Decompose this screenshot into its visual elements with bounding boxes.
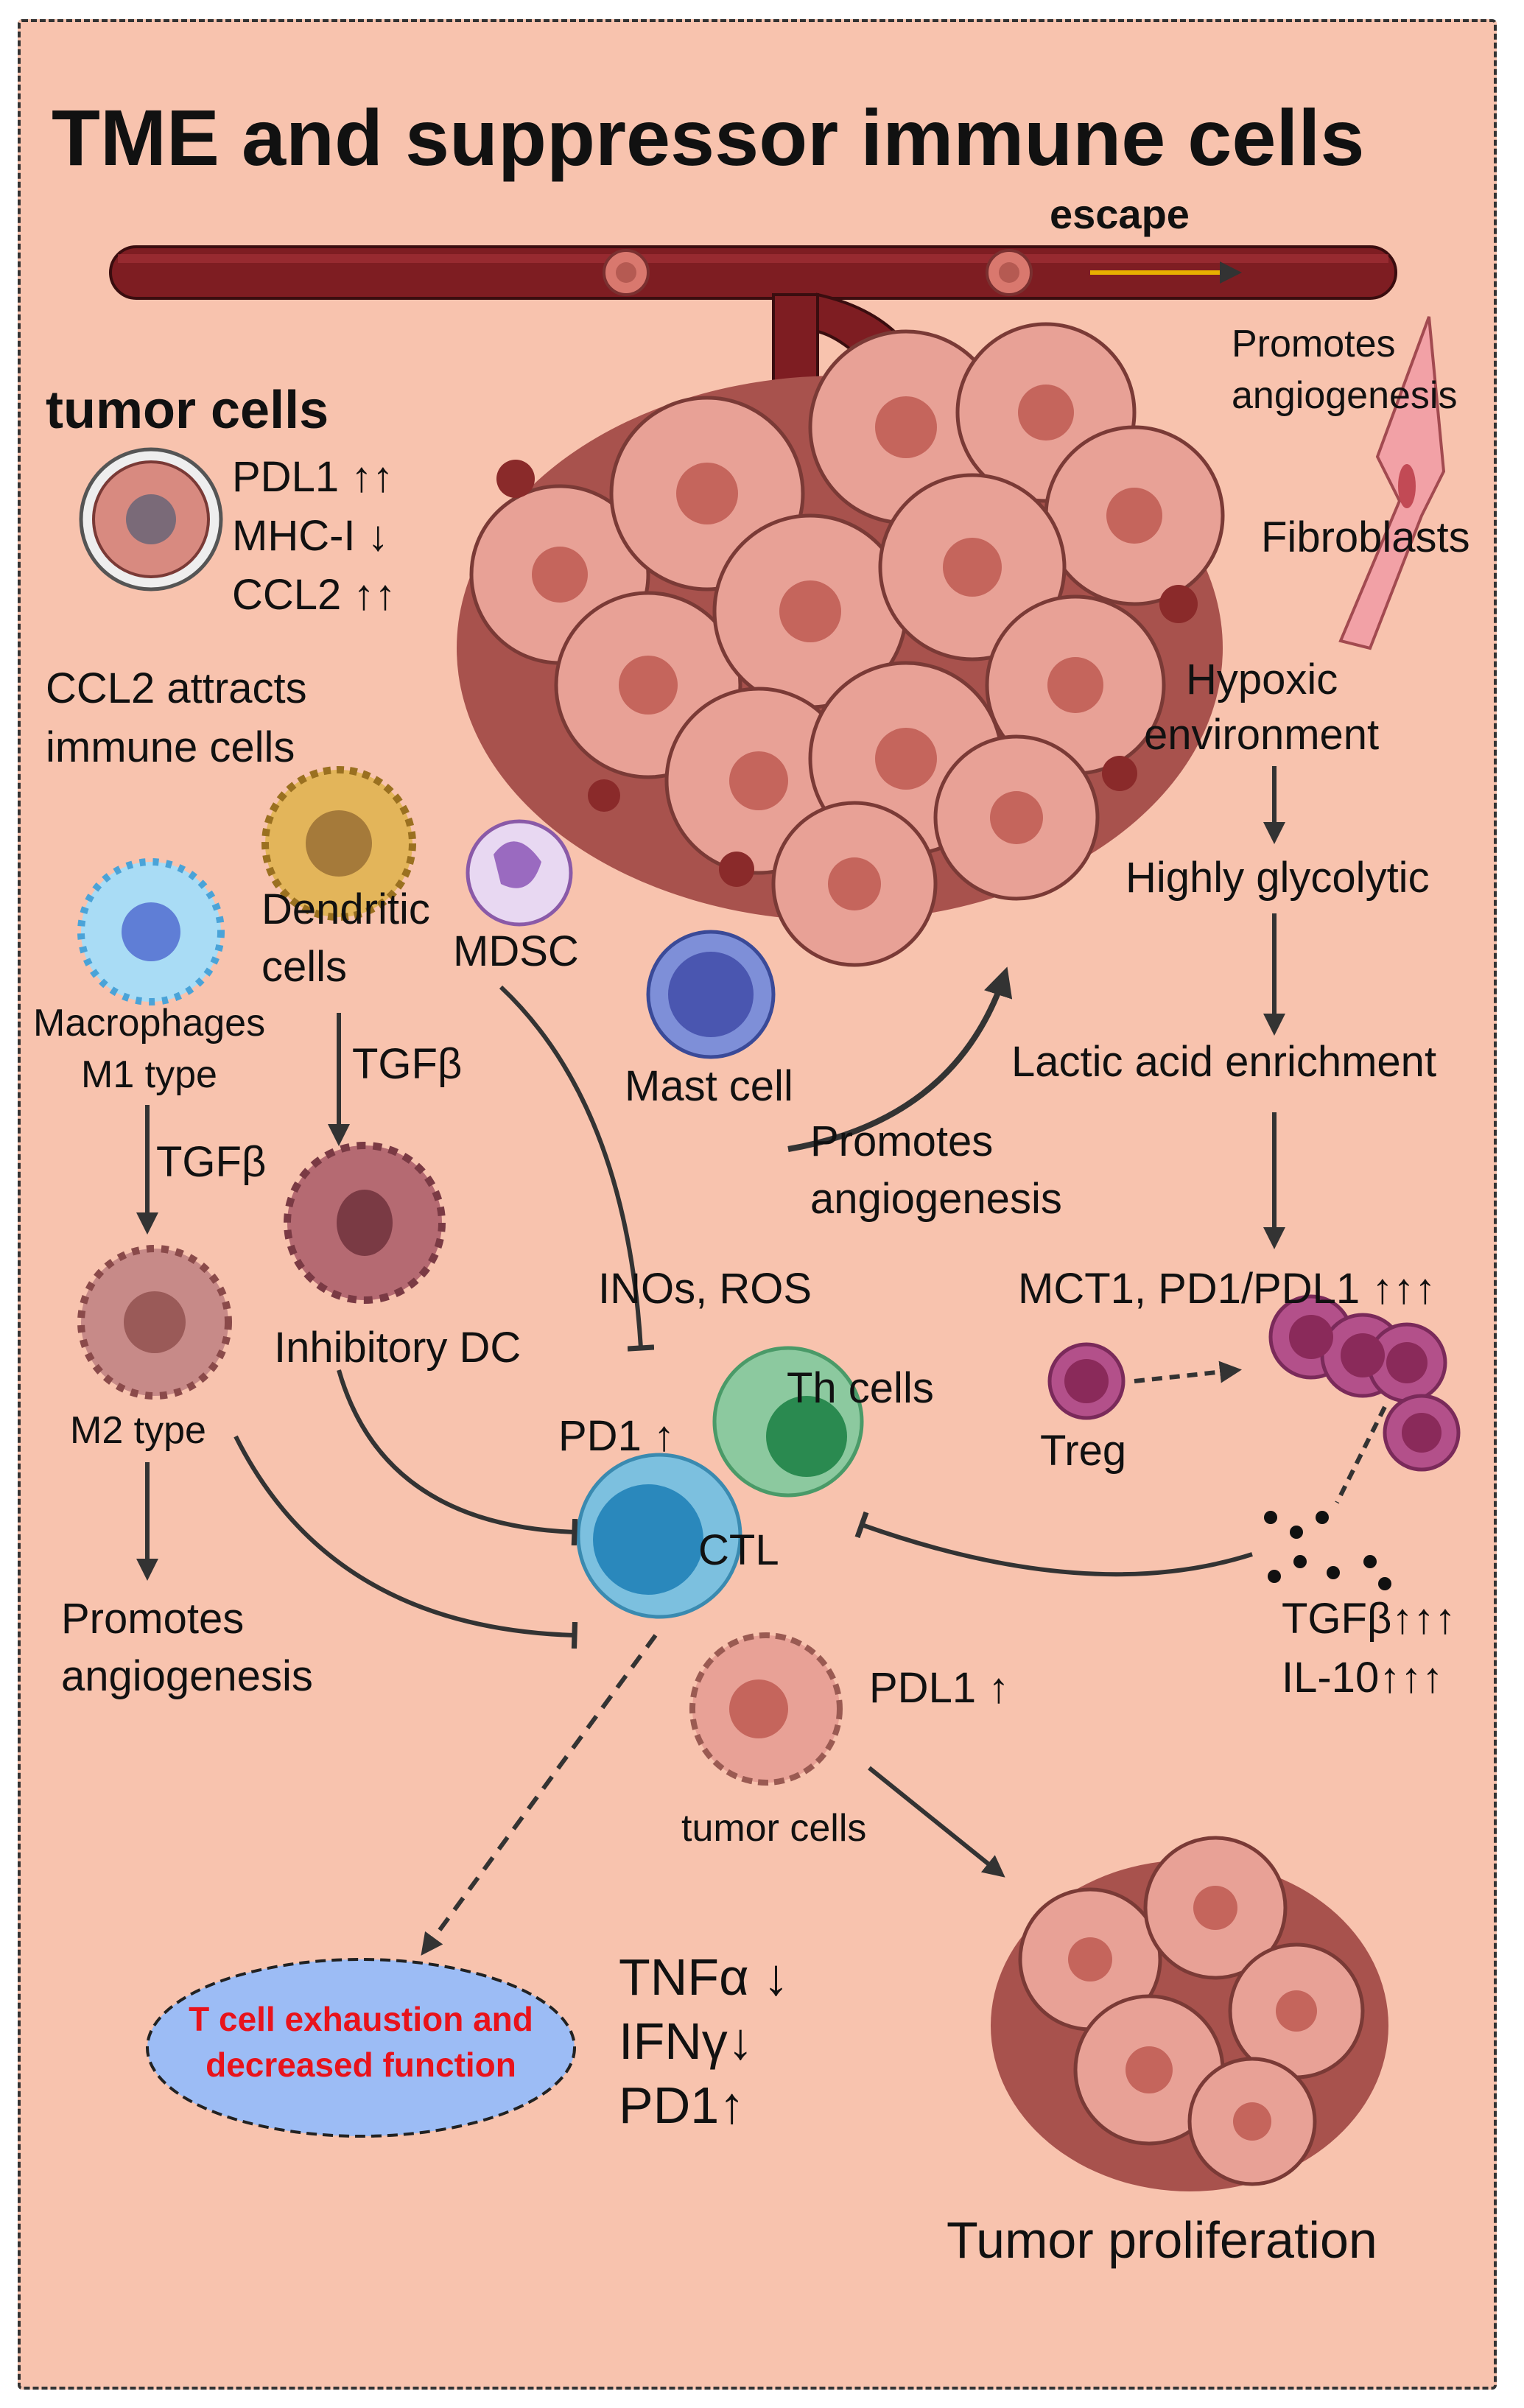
fibroblasts-label: Fibroblasts bbox=[1261, 513, 1470, 561]
m2-angiogenesis-line1: Promotes bbox=[61, 1595, 245, 1643]
mast-angiogenesis-line1: Promotes bbox=[810, 1117, 994, 1165]
exhaustion-line2: decreased function bbox=[206, 2046, 516, 2085]
proliferated-tumor-cluster bbox=[991, 1836, 1388, 2191]
cytokine-dots bbox=[1264, 1511, 1391, 1590]
escape-label: escape bbox=[1050, 191, 1190, 237]
hypoxic-line2: environment bbox=[1144, 711, 1380, 759]
tumor-cluster bbox=[457, 322, 1225, 967]
dendritic-label-line1: Dendritic bbox=[261, 885, 430, 933]
th-cell-icon bbox=[712, 1346, 864, 1498]
il10-label: IL-10↑↑↑ bbox=[1282, 1654, 1444, 1702]
pd1-ctl-label: PD1 ↑ bbox=[558, 1412, 675, 1460]
macrophage-m1-icon bbox=[77, 858, 225, 1005]
m2-angiogenesis-line2: angiogenesis bbox=[61, 1652, 313, 1700]
pdl1-tumor-label: PDL1 ↑ bbox=[869, 1664, 1010, 1712]
outcome-ifn: IFNγ↓ bbox=[619, 2012, 754, 2070]
inhibitory-dc-icon bbox=[284, 1142, 446, 1304]
mast-cell-label: Mast cell bbox=[625, 1062, 793, 1110]
outcome-pd1: PD1↑ bbox=[619, 2077, 745, 2134]
dendritic-cell-icon bbox=[261, 766, 416, 921]
exhaustion-line1: T cell exhaustion and bbox=[189, 2000, 533, 2038]
tgf-label: TGFβ↑↑↑ bbox=[1282, 1595, 1456, 1643]
small-tumor-cell-icon bbox=[689, 1632, 843, 1786]
fibroblast-angiogenesis-line2: angiogenesis bbox=[1232, 374, 1458, 417]
ccl2-note-line1: CCL2 attracts bbox=[46, 664, 307, 712]
tumor-marker-pdl1: PDL1 ↑↑ bbox=[232, 453, 394, 501]
inos-label: INOs, ROS bbox=[598, 1265, 812, 1313]
lactic-label: Lactic acid enrichment bbox=[1011, 1038, 1437, 1086]
treg-label: Treg bbox=[1040, 1427, 1127, 1475]
arrows bbox=[136, 766, 1387, 1956]
treg-cluster-icon bbox=[1268, 1294, 1461, 1472]
fibroblast-icon bbox=[1338, 316, 1446, 650]
diagram-title: TME and suppressor immune cells bbox=[52, 93, 1365, 182]
outcome-tnf: TNFα ↓ bbox=[619, 1948, 789, 2006]
exhaustion-text: T cell exhaustion and decreased function bbox=[147, 1996, 575, 2088]
mdsc-icon bbox=[466, 819, 573, 927]
ccl2-note-line2: immune cells bbox=[46, 723, 295, 771]
inhibitory-dc-label: Inhibitory DC bbox=[274, 1324, 522, 1372]
hypoxic-line1: Hypoxic bbox=[1186, 656, 1338, 703]
glycolytic-label: Highly glycolytic bbox=[1126, 854, 1430, 902]
th-cells-label: Th cells bbox=[787, 1364, 934, 1412]
tumor-cells-header: tumor cells bbox=[46, 381, 329, 440]
mast-cell-icon bbox=[646, 930, 776, 1059]
mast-angiogenesis-line2: angiogenesis bbox=[810, 1175, 1062, 1223]
dendritic-label-line2: cells bbox=[261, 943, 348, 991]
ctl-label: CTL bbox=[698, 1526, 779, 1574]
tumor-marker-mhc: MHC-I ↓ bbox=[232, 512, 389, 560]
mct1-label: MCT1, PD1/PDL1 ↑↑↑ bbox=[1018, 1265, 1436, 1313]
tumor-cells-small-label: tumor cells bbox=[681, 1807, 867, 1850]
fibroblast-angiogenesis-line1: Promotes bbox=[1232, 323, 1396, 365]
tumor-cell-icon bbox=[79, 447, 223, 592]
macrophage-m1-line1: Macrophages bbox=[33, 1002, 266, 1045]
mdsc-label: MDSC bbox=[453, 927, 579, 975]
tumor-marker-ccl2: CCL2 ↑↑ bbox=[232, 571, 396, 619]
treg-icon bbox=[1047, 1342, 1126, 1420]
exhaustion-bubble bbox=[146, 1958, 576, 2138]
tgfb-mac-label: TGFβ bbox=[156, 1138, 267, 1186]
ctl-icon bbox=[576, 1453, 742, 1619]
tgfb-dc-label: TGFβ bbox=[352, 1040, 463, 1088]
macrophage-m1-line2: M1 type bbox=[81, 1053, 217, 1096]
tumor-proliferation-label: Tumor proliferation bbox=[947, 2211, 1377, 2269]
macrophage-m2-icon bbox=[77, 1245, 232, 1400]
m2-label: M2 type bbox=[70, 1409, 206, 1452]
